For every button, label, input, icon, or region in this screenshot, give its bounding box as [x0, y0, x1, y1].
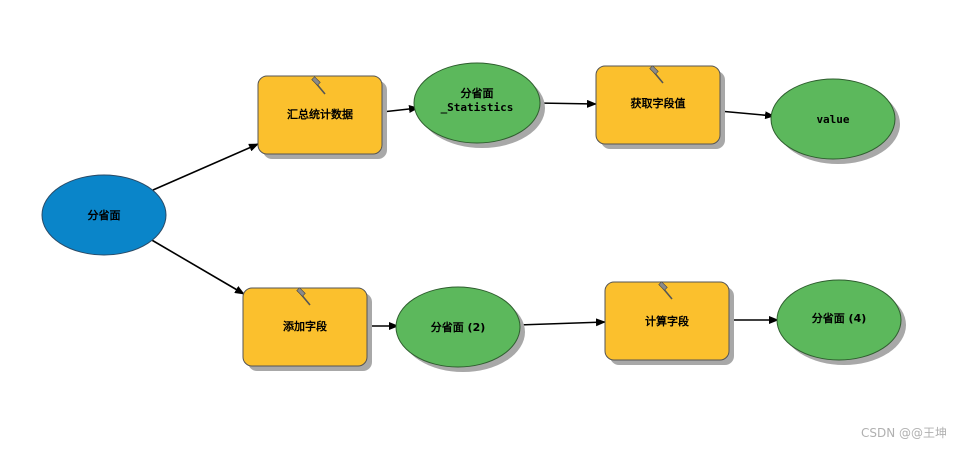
statistics-output-label-line2: _Statistics: [441, 101, 514, 114]
node-value-output[interactable]: value: [770, 78, 900, 164]
node-get-field-value-tool[interactable]: 获取字段值: [595, 64, 725, 149]
node-add-field-output[interactable]: 分省面 (2): [395, 286, 525, 372]
node-add-field-tool[interactable]: 添加字段: [242, 286, 372, 371]
summary-tool-label: 汇总统计数据: [287, 107, 353, 121]
connector-getfield-to-value[interactable]: [718, 110, 775, 120]
statistics-output-label-line1: 分省面: [461, 86, 494, 100]
calc-field-output-label: 分省面 (4): [812, 311, 867, 325]
node-input-layer[interactable]: 分省面: [41, 174, 167, 256]
node-calc-field-output[interactable]: 分省面 (4): [776, 279, 906, 365]
connector-summary-to-statistics[interactable]: [381, 105, 419, 113]
add-field-tool-label: 添加字段: [283, 319, 327, 333]
connector-input-to-summary[interactable]: [152, 143, 259, 191]
connector-output2-to-calcfield[interactable]: [517, 318, 606, 327]
get-field-tool-label: 获取字段值: [631, 96, 686, 110]
node-statistics-output[interactable]: 分省面 _Statistics: [413, 62, 545, 148]
node-input-label: 分省面: [88, 208, 121, 222]
node-calculate-field-tool[interactable]: 计算字段: [604, 280, 734, 365]
connector-input-to-addfield[interactable]: [149, 238, 245, 295]
watermark: CSDN @@王坤: [860, 426, 947, 440]
calc-field-tool-label: 计算字段: [645, 314, 689, 328]
node-summary-statistics-tool[interactable]: 汇总统计数据: [257, 75, 387, 159]
connector-statistics-to-getfield[interactable]: [536, 99, 597, 108]
add-field-output-label: 分省面 (2): [431, 320, 486, 334]
value-output-label: value: [816, 113, 849, 126]
